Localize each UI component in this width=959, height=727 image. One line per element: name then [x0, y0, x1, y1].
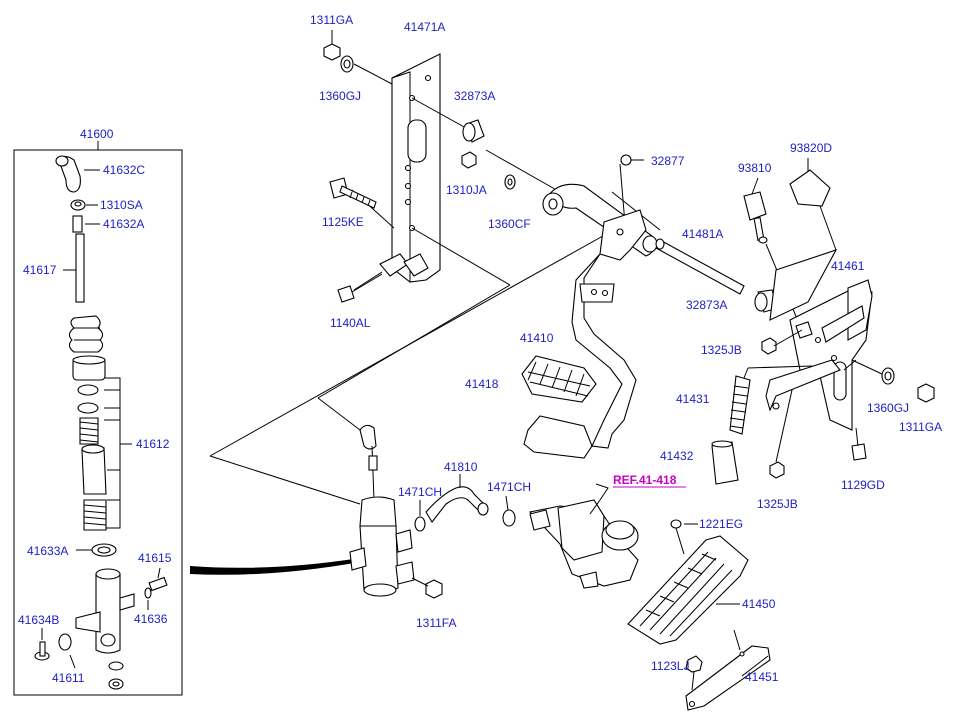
nut-1310JA — [461, 151, 477, 169]
bolt-1140AL — [337, 273, 383, 303]
master-cylinder-kit-box — [13, 141, 183, 696]
label-41481A: 41481A — [682, 227, 723, 241]
master-cylinder-assembly — [349, 424, 415, 597]
bolt-1129GD — [851, 427, 867, 461]
screw-1221EG — [670, 519, 698, 555]
label-1140AL: 1140AL — [330, 316, 371, 330]
clevis-41632C — [55, 155, 100, 193]
label-41632A: 41632A — [103, 217, 144, 231]
label-41418: 41418 — [465, 377, 499, 391]
sleeve-41432 — [711, 440, 739, 485]
label-41431: 41431 — [676, 392, 710, 406]
label-32873A-top: 32873A — [454, 89, 495, 103]
dust-boot — [68, 315, 104, 353]
label-1311GA-top: 1311GA — [310, 13, 353, 27]
part-labels: 1311GA 41471A 1360GJ 32873A 32877 1310JA… — [18, 13, 942, 685]
label-1129GD: 1129GD — [841, 478, 885, 492]
seal-41633A — [76, 543, 117, 557]
fluid-reservoir — [528, 483, 639, 589]
pedal-shaft-41481A — [655, 238, 745, 295]
footrest-bracket-41451 — [685, 629, 771, 711]
push-rod-41617 — [63, 233, 85, 303]
pin-41634B — [34, 628, 50, 661]
assembly-arrow — [190, 558, 360, 575]
leader-lines — [209, 63, 661, 505]
nut-1325JB-lower — [769, 389, 793, 479]
label-1310JA: 1310JA — [446, 183, 487, 197]
label-1310SA: 1310SA — [100, 198, 143, 212]
label-1360CF: 1360CF — [488, 217, 531, 231]
clamp-1471CH-left — [414, 500, 426, 532]
washer-1360GJ-top — [340, 55, 354, 73]
label-1311GA-right: 1311GA — [899, 420, 942, 434]
label-41636: 41636 — [134, 612, 168, 626]
clip-41636 — [144, 587, 152, 610]
label-41471A: 41471A — [404, 20, 445, 34]
label-41611: 41611 — [52, 671, 85, 685]
label-93810: 93810 — [738, 161, 772, 175]
label-41600: 41600 — [80, 127, 114, 141]
label-41810: 41810 — [444, 460, 478, 474]
pedal-bracket-41471A — [379, 53, 441, 283]
bolt-1125KE — [329, 177, 377, 209]
label-41432: 41432 — [660, 449, 694, 463]
nut-1311FA — [411, 577, 443, 599]
clamp-1471CH-right — [502, 495, 516, 527]
pedal-pad-41418 — [521, 355, 597, 403]
nut-1310SA — [70, 199, 98, 211]
washers — [58, 633, 124, 690]
label-1471CH-left: 1471CH — [398, 485, 442, 499]
nut-1325JB-upper — [761, 329, 803, 355]
label-41615: 41615 — [138, 551, 172, 565]
label-1311FA: 1311FA — [416, 616, 456, 630]
label-41612: 41612 — [136, 437, 170, 451]
label-41634B: 41634B — [18, 613, 59, 627]
hose-41810 — [425, 474, 489, 523]
label-1325JB-lower: 1325JB — [757, 497, 798, 511]
nut-1311GA-top — [323, 30, 341, 61]
spring-41431 — [729, 365, 813, 435]
label-93820D: 93820D — [790, 141, 832, 155]
fitting-41615 — [148, 567, 168, 592]
label-1123LJ: 1123LJ — [651, 659, 689, 673]
label-32873A-mid: 32873A — [686, 298, 727, 312]
label-1125KE: 1125KE — [322, 215, 364, 229]
label-32877: 32877 — [651, 154, 685, 168]
pedal-bracket-41461 — [765, 249, 873, 431]
label-1221EG: 1221EG — [699, 517, 743, 531]
cylinder-body-41611 — [75, 568, 135, 654]
clutch-pedal-arm-41410 — [542, 183, 658, 449]
sleeve-41632A — [72, 215, 100, 233]
reference-label: REF.41-418 — [613, 473, 677, 487]
label-1360GJ-right: 1360GJ — [867, 401, 909, 415]
washer-1360GJ-right — [851, 359, 895, 385]
nut-1311GA-right — [917, 383, 935, 403]
washer-1360CF — [504, 174, 516, 190]
footrest-41450 — [627, 535, 749, 645]
label-41461: 41461 — [831, 259, 865, 273]
label-41633A: 41633A — [27, 544, 68, 558]
label-41632C: 41632C — [103, 163, 145, 177]
pedal-plate — [523, 415, 593, 459]
label-41617: 41617 — [23, 263, 57, 277]
label-1325JB-upper: 1325JB — [701, 343, 742, 357]
bushing-32873A-top — [462, 119, 485, 143]
label-1360GJ-top: 1360GJ — [319, 89, 361, 103]
label-41410: 41410 — [520, 331, 554, 345]
switch-93820D — [789, 158, 837, 251]
piston-kit-41612 — [72, 355, 132, 531]
label-1471CH-right: 1471CH — [487, 480, 531, 494]
pin-32877 — [620, 154, 644, 166]
label-41450: 41450 — [742, 597, 776, 611]
bolt-1123LJ — [685, 655, 703, 691]
label-41451: 41451 — [745, 670, 779, 684]
switch-93810 — [743, 177, 801, 327]
